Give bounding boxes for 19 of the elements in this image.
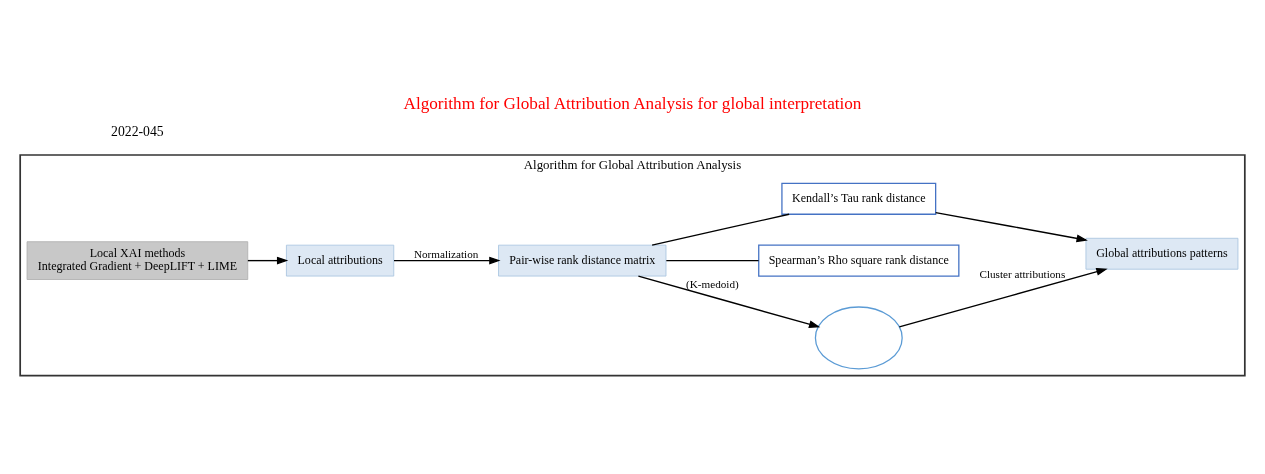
node-circle (814, 306, 903, 370)
diagram-title: Algorithm for Global Attribution Analysis for global interpretation (403, 93, 862, 113)
connector (651, 213, 790, 246)
node-box: Local attributions (286, 244, 395, 277)
node-box: Global attributions patterns (1085, 237, 1239, 270)
node-box: Spearman’s Rho square rank distance (758, 244, 960, 277)
arrow (247, 256, 289, 265)
edge-label: Cluster attributions (979, 268, 1066, 281)
node-box: Local XAI methods Integrated Gradient + DeepLIFT + LIME (26, 241, 249, 280)
edge-label: Normalization (413, 247, 479, 260)
connector (665, 259, 760, 262)
arrow (898, 267, 1108, 328)
arrow (637, 275, 821, 329)
node-box: Kendall’s Tau rank distance (781, 182, 937, 215)
label: 2022-045 (111, 123, 164, 139)
node-box: Pair-wise rank distance matrix (498, 244, 667, 277)
edge-label: (K-medoid) (686, 277, 739, 290)
arrow (935, 211, 1088, 243)
arrow (393, 256, 501, 265)
